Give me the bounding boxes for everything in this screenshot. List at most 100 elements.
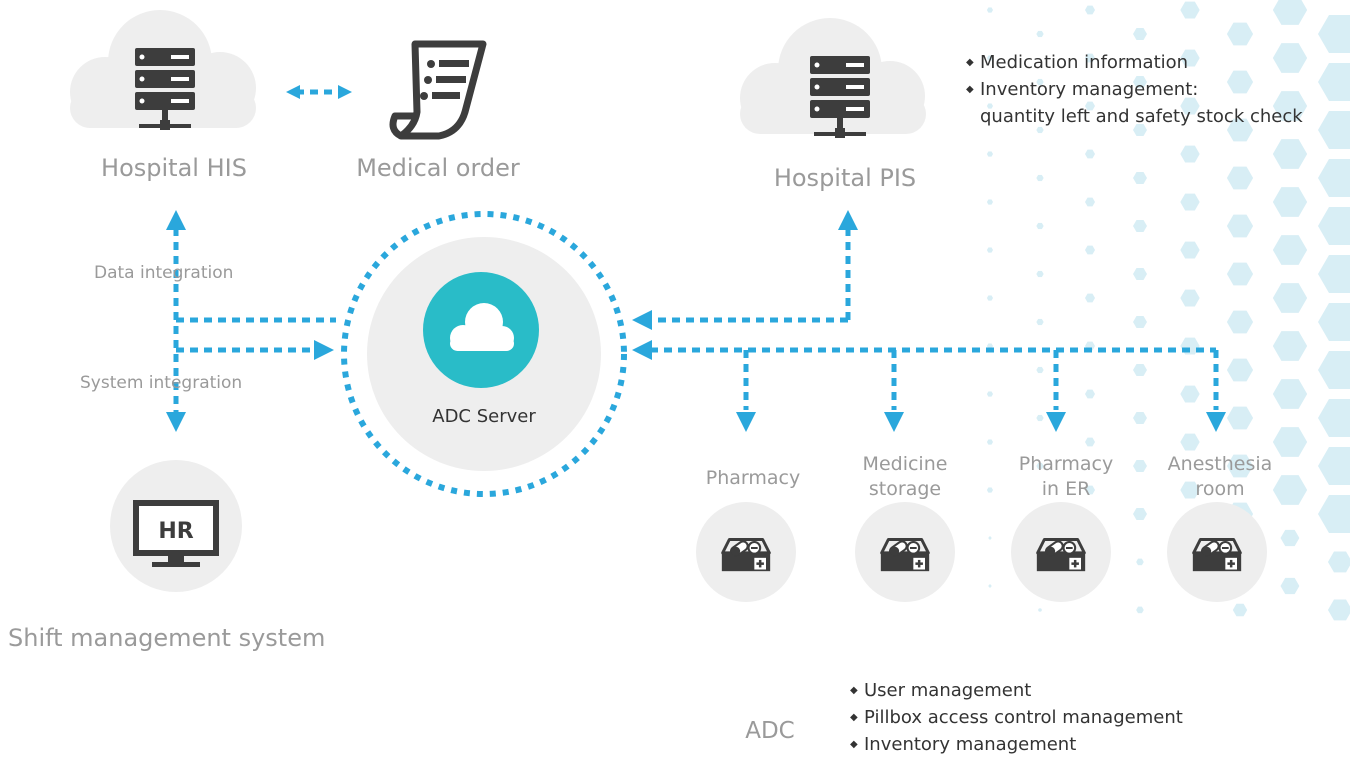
medicine-storage-label-1: Medicine	[863, 453, 948, 475]
hex-tile	[1327, 599, 1350, 621]
hex-tile	[1272, 0, 1308, 25]
adc-feature-list: ◆User management ◆Pillbox access control…	[850, 677, 1183, 758]
hex-tile	[1136, 558, 1144, 566]
hex-tile	[1036, 30, 1044, 38]
hex-tile	[986, 295, 993, 301]
hex-tile	[986, 487, 993, 493]
hex-tile	[1133, 507, 1147, 521]
hex-tile	[1036, 366, 1044, 374]
hex-tile	[1133, 315, 1147, 329]
hex-tile	[988, 584, 992, 588]
adc-feature-item: ◆User management	[850, 677, 1183, 704]
monitor-icon	[133, 500, 219, 567]
pis-feature-item: ◆Inventory management:	[966, 76, 1303, 103]
hex-tile	[1180, 145, 1200, 163]
hex-tile	[1318, 350, 1350, 389]
hex-tile	[1133, 219, 1147, 233]
data-integration-label: Data integration	[94, 263, 233, 283]
hr-screen-label: HR	[158, 519, 193, 544]
hex-tile	[1318, 206, 1350, 245]
diamond-bullet-icon: ◆	[850, 712, 858, 723]
hex-tile	[1318, 398, 1350, 437]
hex-tile	[1318, 158, 1350, 197]
hex-tile	[1133, 363, 1147, 377]
hex-tile	[1036, 222, 1044, 230]
hex-tile	[1226, 166, 1254, 190]
his-hr-connectors	[173, 228, 336, 414]
hex-tile	[1085, 197, 1095, 207]
hex-tile	[1180, 241, 1200, 259]
hex-tile	[1272, 187, 1308, 217]
hex-tile	[1232, 603, 1248, 617]
hex-tile	[1318, 62, 1350, 101]
hex-tile	[1038, 608, 1042, 612]
hex-tile	[1280, 577, 1300, 595]
hex-tile	[1180, 1, 1200, 19]
hex-tile	[1318, 494, 1350, 533]
hex-tile	[986, 391, 993, 397]
pis-label: Hospital PIS	[774, 164, 916, 192]
pis-branch-connectors	[650, 228, 1219, 410]
hex-tile	[1272, 475, 1308, 505]
hex-tile	[1085, 293, 1095, 303]
medicine-storage-label-2: storage	[869, 478, 941, 500]
hex-tile	[1180, 289, 1200, 307]
hex-tile	[1272, 283, 1308, 313]
hex-tile	[1226, 406, 1254, 430]
hex-tile	[1226, 22, 1254, 46]
his-hr-arrowheads	[166, 210, 334, 432]
hex-tile	[1226, 262, 1254, 286]
hex-tile	[1226, 214, 1254, 238]
pharmacy-label: Pharmacy	[706, 467, 800, 489]
hex-tile	[1036, 174, 1044, 182]
adc-unit-anesthesia	[1167, 502, 1267, 602]
hex-tile	[1133, 171, 1147, 185]
hex-tile	[1133, 411, 1147, 425]
adc-unit-pharmacy-er	[1011, 502, 1111, 602]
diamond-bullet-icon: ◆	[850, 739, 858, 750]
hex-tile	[1133, 459, 1147, 473]
hex-tile	[986, 199, 993, 205]
hex-tile	[986, 151, 993, 157]
adc-unit-pharmacy	[696, 502, 796, 602]
diamond-bullet-icon: ◆	[850, 685, 858, 696]
hex-tile	[1136, 606, 1144, 614]
document-list-icon	[389, 40, 487, 140]
hex-tile	[1226, 358, 1254, 382]
hex-tile	[1036, 414, 1044, 422]
pharmacy-er-label-1: Pharmacy	[1019, 453, 1113, 475]
hex-tile	[1226, 310, 1254, 334]
hex-tile	[1272, 427, 1308, 457]
hex-tile	[1272, 379, 1308, 409]
hex-tile	[1133, 267, 1147, 281]
hex-tile	[1318, 110, 1350, 149]
hex-tile	[1133, 27, 1147, 41]
adc-server-ring	[341, 211, 627, 497]
adc-feature-item: ◆Pillbox access control management	[850, 704, 1183, 731]
his-order-arrow	[286, 85, 352, 99]
hex-tile	[986, 439, 993, 445]
hex-tile	[986, 247, 993, 253]
hex-tile	[1036, 318, 1044, 326]
diamond-bullet-icon: ◆	[966, 84, 974, 95]
cloud-icon	[450, 303, 514, 351]
pharmacy-er-label-2: in ER	[1042, 478, 1091, 500]
adc-unit-medicine-storage	[855, 502, 955, 602]
hex-tile	[1085, 149, 1095, 159]
anesthesia-label-1: Anesthesia	[1168, 453, 1273, 475]
pis-branch-arrowheads	[632, 210, 1226, 432]
hex-tile	[1318, 302, 1350, 341]
hex-tile	[1180, 193, 1200, 211]
diamond-bullet-icon: ◆	[966, 57, 974, 68]
hex-tile	[1272, 139, 1308, 169]
medical-order-label: Medical order	[356, 154, 520, 182]
hex-tile	[1272, 235, 1308, 265]
hex-tile	[1272, 331, 1308, 361]
adc-server-label: ADC Server	[432, 406, 536, 427]
hex-tile	[1180, 385, 1200, 403]
anesthesia-label-2: room	[1195, 478, 1244, 500]
pis-feature-continuation: quantity left and safety stock check	[980, 106, 1303, 127]
adc-title: ADC	[745, 718, 795, 744]
hex-tile	[1085, 5, 1095, 15]
